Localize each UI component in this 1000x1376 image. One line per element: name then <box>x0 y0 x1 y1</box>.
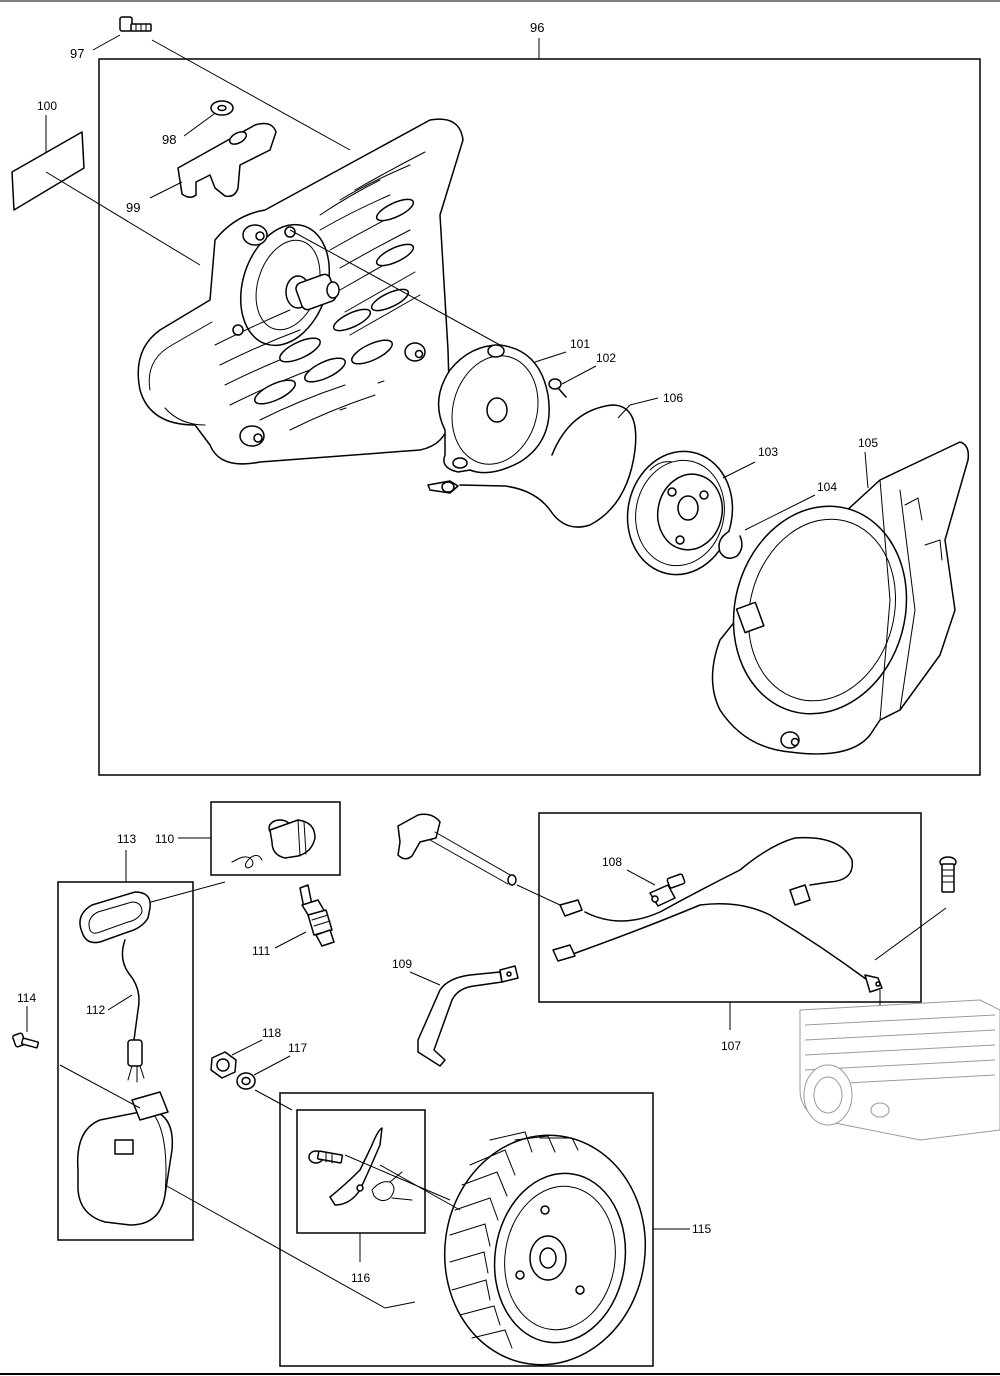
group-107-frame <box>538 812 922 1003</box>
callout-102: 102 <box>596 351 616 365</box>
flywheel-115[interactable] <box>430 1122 660 1376</box>
callout-116: 116 <box>351 1271 370 1285</box>
callout-112: 112 <box>86 1003 105 1017</box>
circlip-104[interactable] <box>718 531 743 559</box>
reel-plate-101[interactable] <box>437 344 550 474</box>
callout-108: 108 <box>602 855 622 869</box>
starter-housing[interactable] <box>137 118 464 465</box>
spark-plug-111[interactable] <box>299 884 335 947</box>
callout-109: 109 <box>392 957 412 971</box>
callout-118: 118 <box>262 1026 281 1040</box>
label-sticker-100[interactable] <box>11 131 85 211</box>
screw-97[interactable] <box>119 16 152 32</box>
callout-101: 101 <box>570 337 590 351</box>
callout-110: 110 <box>155 832 174 846</box>
screw-right[interactable] <box>939 856 957 893</box>
terminal-108[interactable] <box>649 873 686 907</box>
starter-rope-106[interactable] <box>427 404 637 528</box>
callout-98: 98 <box>162 132 176 147</box>
callout-105: 105 <box>858 436 878 450</box>
screw-102[interactable] <box>548 378 567 398</box>
nut-118[interactable] <box>210 1051 237 1079</box>
callout-107: 107 <box>721 1039 741 1053</box>
rope-reel-103[interactable] <box>616 442 744 585</box>
cylinder-reference <box>799 999 1000 1141</box>
screw-114[interactable] <box>12 1032 40 1049</box>
knob-110[interactable] <box>231 819 316 869</box>
callout-117: 117 <box>288 1041 307 1055</box>
washer-117[interactable] <box>236 1072 256 1090</box>
pawl-116[interactable] <box>308 1127 413 1206</box>
bracket-109[interactable] <box>417 965 519 1067</box>
callout-114: 114 <box>17 991 36 1005</box>
callout-111: 111 <box>252 944 271 958</box>
callout-99: 99 <box>126 200 140 215</box>
callout-97: 97 <box>70 46 84 61</box>
plug-cap-lead-112[interactable] <box>79 891 151 1083</box>
callout-115: 115 <box>692 1222 711 1236</box>
callout-103: 103 <box>758 445 778 459</box>
callout-100: 100 <box>37 99 57 113</box>
callout-104: 104 <box>817 480 837 494</box>
callout-113: 113 <box>117 832 136 846</box>
ignition-coil[interactable] <box>76 1091 174 1226</box>
washer-98[interactable] <box>210 100 234 116</box>
group-116-frame <box>296 1109 426 1234</box>
callout-106: 106 <box>663 391 683 405</box>
stop-switch[interactable] <box>397 813 517 886</box>
callout-96: 96 <box>530 20 544 35</box>
starter-handle-99[interactable] <box>177 122 277 198</box>
fan-cover-105[interactable] <box>711 441 970 755</box>
wire-harness-107[interactable] <box>552 836 883 993</box>
